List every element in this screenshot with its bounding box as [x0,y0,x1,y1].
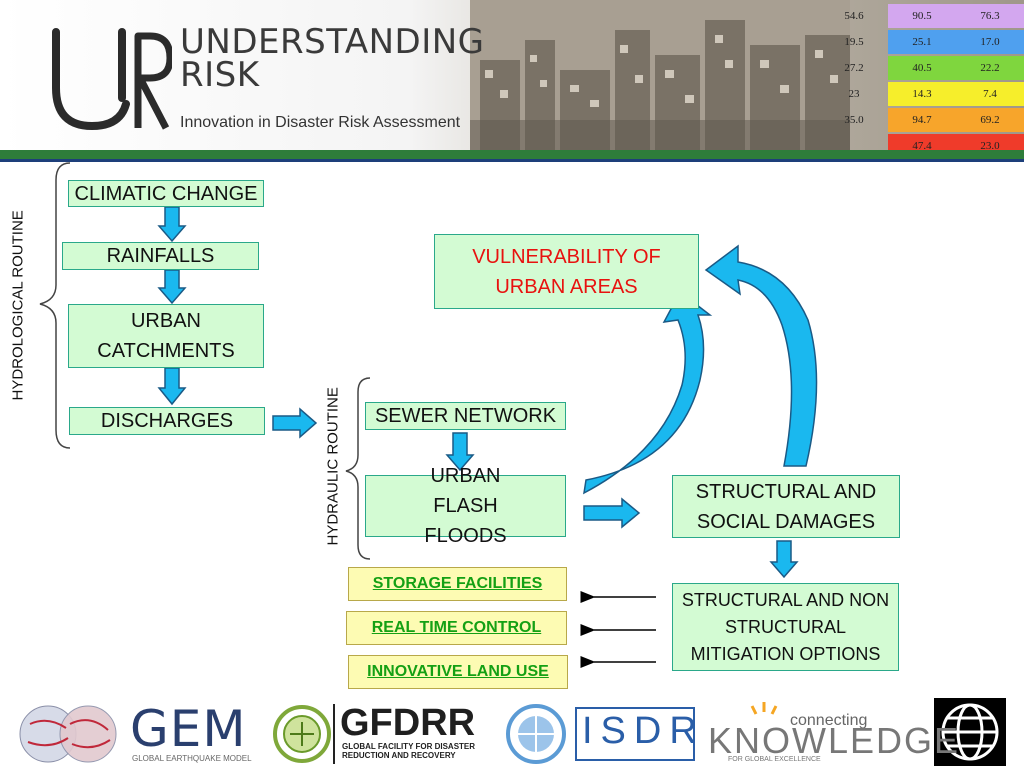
gem-logo-text: GEM [130,700,247,758]
globe-map-icon [19,705,117,763]
vulnerability-box: VULNERABILITY OF URBAN AREAS [434,234,699,309]
table-cell: 22.2 [956,56,1024,80]
arrow-sewer-to-floods [445,432,475,472]
connecting-knowledge-small: connecting [790,712,868,729]
arrow-climatic-to-rainfalls [157,206,187,243]
hydrological-brace [39,162,71,449]
arrow-discharges-to-sewer [272,407,318,439]
table-cell: 23 [848,88,860,100]
table-cell: 19.5 [844,36,864,48]
urban-flash-floods-box: URBAN FLASH FLOODS [365,465,566,547]
sunburst-icon [750,702,778,715]
curved-arrow-floods-to-vulnerability [583,290,713,495]
innovative-land-use-link[interactable]: INNOVATIVE LAND USE [348,655,568,689]
storage-facilities-link[interactable]: STORAGE FACILITIES [348,567,567,601]
gfdrr-logo-text: GFDRR [340,702,476,744]
table-cell: 76.3 [956,4,1024,28]
arrow-damages-to-mitigation [769,540,799,579]
ur-logo-icon [52,28,172,131]
isdr-frame [575,707,695,761]
real-time-control-link[interactable]: REAL TIME CONTROL [346,611,567,645]
arrow-catchments-to-discharges [157,367,187,406]
connecting-knowledge-subtext: FOR GLOBAL EXCELLENCE [728,756,821,763]
table-cell: 17.0 [956,30,1024,54]
table-cell: 69.2 [956,108,1024,132]
curved-arrow-damages-to-vulnerability [704,244,818,467]
connecting-knowledge-big: KNOWLEDGE [708,720,961,761]
table-cell: 94.7 [888,108,956,132]
table-cell: 23.0 [956,134,1024,150]
gem-logo-subtext: GLOBAL EARTHQUAKE MODEL [132,754,252,763]
table-cell: 90.5 [888,4,956,28]
table-cell: 27.2 [844,62,864,74]
hydraulic-brace [345,377,371,560]
table-cell: 14.3 [888,82,956,106]
sewer-network-box: SEWER NETWORK [365,402,566,430]
brand-title-line1: UNDERSTANDING [180,22,485,62]
hydrological-routine-label: HYDROLOGICAL ROUTINE [9,210,27,401]
globe-leaf-icon [273,705,331,763]
city-photo-illustration [470,0,850,150]
structural-social-damages-box: STRUCTURAL AND SOCIAL DAMAGES [672,475,900,538]
table-cell: 54.6 [844,10,864,22]
table-cell: 25.1 [888,30,956,54]
mitigation-options-box: STRUCTURAL AND NON STRUCTURAL MITIGATION… [672,583,899,671]
header-stripe-green [0,150,1024,159]
table-cell: 47.4 [888,134,956,150]
arrow-rainfalls-to-catchments [157,269,187,305]
discharges-box: DISCHARGES [69,407,265,435]
arrow-floods-to-damages [583,497,641,529]
header-stripe-blue [0,159,1024,162]
un-emblem-icon [506,704,566,764]
isdr-logo-text: ISDR [582,710,705,752]
gfdrr-logo-subtext: GLOBAL FACILITY FOR DISASTER REDUCTION A… [342,742,476,760]
table-cell: 35.0 [844,114,864,126]
table-cell: 7.4 [956,82,1024,106]
header-banner: UNDERSTANDING RISK Innovation in Disaste… [0,0,1024,150]
rainfalls-box: RAINFALLS [62,242,259,270]
brand-title-line2: RISK [180,55,260,95]
brand-tagline: Innovation in Disaster Risk Assessment [180,114,461,131]
brand-title: UNDERSTANDING RISK [180,22,485,95]
hydraulic-routine-label: HYDRAULIC ROUTINE [324,387,342,546]
table-cell: 40.5 [888,56,956,80]
footer-logos [0,694,1024,768]
climatic-change-box: CLIMATIC CHANGE [68,180,264,207]
world-bank-globe-icon [934,698,1006,766]
urban-catchments-box: URBAN CATCHMENTS [68,304,264,368]
